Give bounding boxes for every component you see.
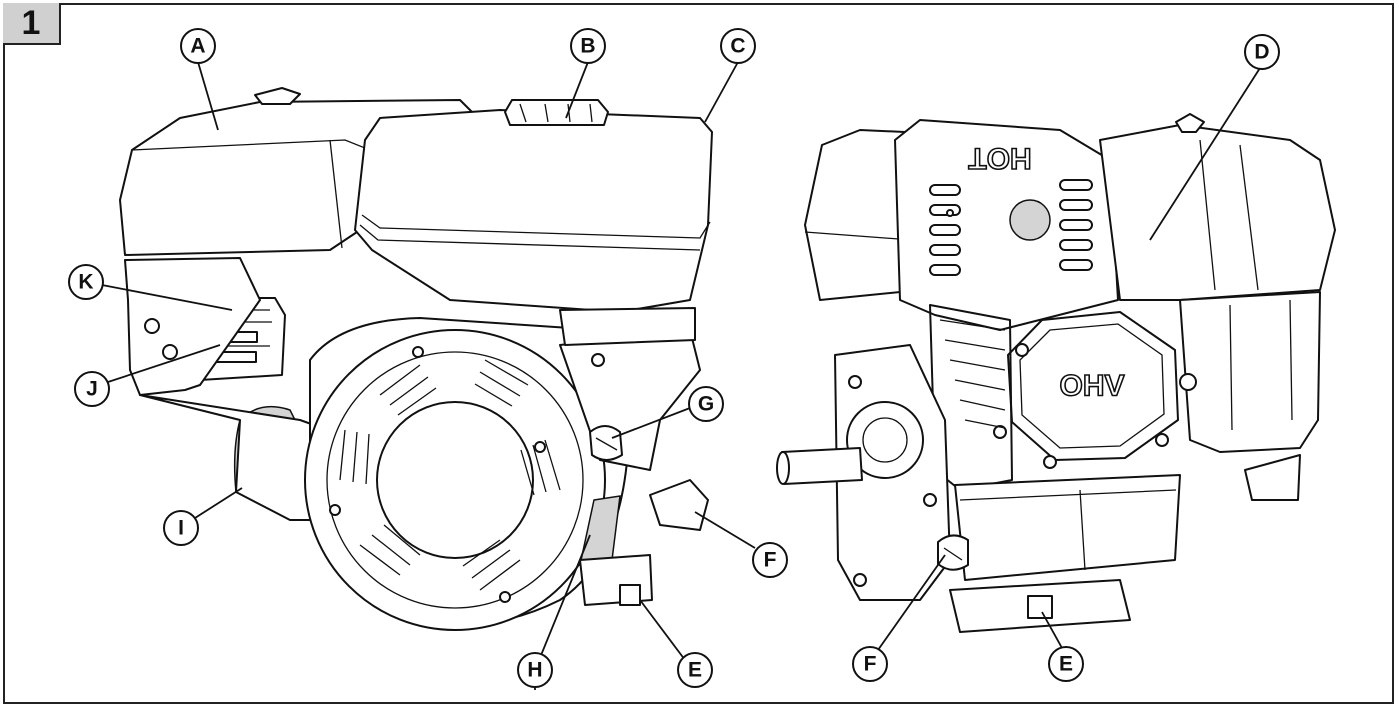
callout-c: C [720,28,756,64]
svg-text:A: A [190,35,205,58]
figure-number-badge: 1 [3,3,61,45]
callout-g: G [688,386,724,422]
callout-e-left: E [677,652,713,688]
right-air-cleaner [1099,124,1336,301]
callout-e-right: E [1048,646,1084,682]
ohv-marking: OHV [1059,370,1124,403]
output-shaft [781,447,863,485]
svg-text:J: J [86,378,98,401]
figure-frame [3,3,1394,704]
svg-text:E: E [1059,653,1073,676]
callout-j: J [74,371,110,407]
svg-text:G: G [698,393,714,416]
callout-h: H [517,652,553,688]
oil-fill-cap-right [937,534,969,571]
callout-f-left: F [752,542,788,578]
engine-shroud-hot [894,119,1119,331]
svg-text:H: H [527,659,542,682]
right-wing-nut [1175,113,1205,133]
left-engine-view [119,87,713,631]
svg-text:I: I [178,517,184,540]
callout-b: B [570,28,606,64]
mounting-bolt-right [1027,595,1053,619]
svg-text:E: E [688,659,702,682]
svg-text:K: K [78,271,93,294]
svg-text:D: D [1254,41,1269,64]
recoil-starter [304,317,630,631]
mounting-bolt-left [619,584,641,606]
callout-d: D [1244,34,1280,70]
svg-text:C: C [730,35,745,58]
callout-f-right: F [852,646,888,682]
hot-marking: HOT [968,142,1031,175]
oil-fill-cap-left [649,479,709,531]
callout-a: A [180,28,216,64]
svg-text:F: F [864,653,877,676]
left-mounting-base [579,554,653,606]
right-engine-view: HOT [776,113,1336,633]
left-crankcase [124,257,261,396]
fuel-tank [354,109,713,313]
svg-text:B: B [580,35,595,58]
air-cleaner-wing-nut [254,87,301,105]
svg-text:F: F [764,549,777,572]
callout-i: I [163,510,199,546]
fuel-cap [504,99,609,126]
leader-lines [101,61,1261,690]
callout-k: K [68,264,104,300]
valve-cover-ohv [1007,311,1179,461]
